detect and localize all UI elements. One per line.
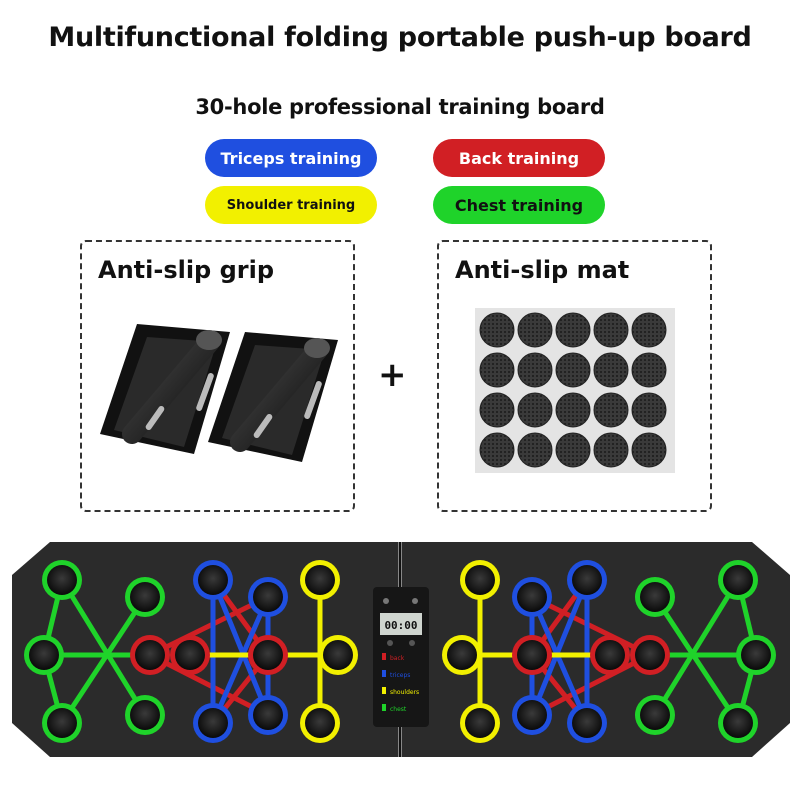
board-hole-center (47, 708, 77, 738)
board-hole-center (130, 700, 160, 730)
board-hole-center (572, 708, 602, 738)
training-line (652, 578, 741, 717)
board-hole-center (305, 708, 335, 738)
plus-sign: + (378, 355, 407, 395)
anti-slip-mat-illustration (475, 308, 675, 473)
anti-slip-grip-panel: Anti-slip grip (80, 240, 355, 512)
counter-display: 00:00 (384, 619, 417, 632)
mat-dot-icon (593, 432, 629, 468)
board-hole-center (723, 708, 753, 738)
board-hole-center (130, 582, 160, 612)
mat-dot-icon (631, 432, 667, 468)
training-line (59, 595, 148, 725)
back-training-badge: Back training (433, 139, 605, 177)
training-line (210, 595, 271, 725)
mat-dot-icon (593, 312, 629, 348)
shoulder-training-badge: Shoulder training (205, 186, 377, 224)
board-hole-center (465, 565, 495, 595)
board-hole-center (29, 640, 59, 670)
mat-dot-icon (631, 312, 667, 348)
training-line (148, 652, 270, 718)
mat-dot-icon (479, 352, 515, 388)
board-hole-center (572, 565, 602, 595)
board-hole-center (640, 582, 670, 612)
mat-dot-icon (631, 392, 667, 428)
mat-dot-icon (631, 352, 667, 388)
board-hole-center (635, 640, 665, 670)
board-hole-center (741, 640, 771, 670)
board-hole-center (253, 582, 283, 612)
grip-handles-illustration (100, 324, 338, 462)
legend-chest: chest (390, 706, 407, 713)
board-hole-center (640, 700, 670, 730)
legend-triceps: triceps (390, 672, 410, 679)
training-line (210, 579, 271, 716)
mat-dot-icon (517, 392, 553, 428)
mat-dot-icon (555, 352, 591, 388)
grip-handle-icon (208, 332, 338, 462)
mat-dot-icon (593, 352, 629, 388)
anti-slip-mat-label: Anti-slip mat (455, 256, 630, 284)
legend-back: back (390, 655, 405, 662)
board-hole-center (517, 640, 547, 670)
legend-shoulders: shoulders (390, 689, 419, 696)
board-hole-center (198, 565, 228, 595)
board-hole-center (517, 582, 547, 612)
board-hole-center (198, 708, 228, 738)
mat-dot-icon (479, 392, 515, 428)
board-hole-center (595, 640, 625, 670)
board-hole-center (47, 565, 77, 595)
board-hole-center (253, 700, 283, 730)
page-subtitle: 30-hole professional training board (195, 95, 605, 119)
page-title: Multifunctional folding portable push-up… (48, 22, 752, 53)
training-line (530, 594, 652, 658)
board-hole-center (175, 640, 205, 670)
board-hole-center (253, 640, 283, 670)
push-up-board: 00:00 back triceps shoulders chest (12, 542, 790, 757)
training-line (148, 594, 270, 658)
chest-training-badge: Chest training (433, 186, 605, 224)
mat-dot-icon (517, 312, 553, 348)
mat-dot-icon (517, 432, 553, 468)
board-hole-center (323, 640, 353, 670)
training-line (652, 595, 741, 725)
mat-dot-icon (479, 432, 515, 468)
mat-dot-icon (555, 432, 591, 468)
board-hole-center (447, 640, 477, 670)
mat-dot-icon (593, 392, 629, 428)
board-hole-center (517, 700, 547, 730)
triceps-training-badge: Triceps training (205, 139, 377, 177)
board-hole-center (305, 565, 335, 595)
anti-slip-grip-label: Anti-slip grip (98, 256, 275, 284)
board-hole-center (723, 565, 753, 595)
training-line (529, 579, 590, 716)
training-line (529, 595, 590, 725)
grip-handle-icon (100, 324, 230, 454)
training-line (530, 652, 652, 718)
training-line (59, 578, 148, 717)
anti-slip-mat-panel: Anti-slip mat (437, 240, 712, 512)
mat-dot-icon (479, 312, 515, 348)
board-hole-center (465, 708, 495, 738)
board-hole-center (135, 640, 165, 670)
mat-dot-icon (517, 352, 553, 388)
mat-dot-icon (555, 312, 591, 348)
mat-dot-icon (555, 392, 591, 428)
